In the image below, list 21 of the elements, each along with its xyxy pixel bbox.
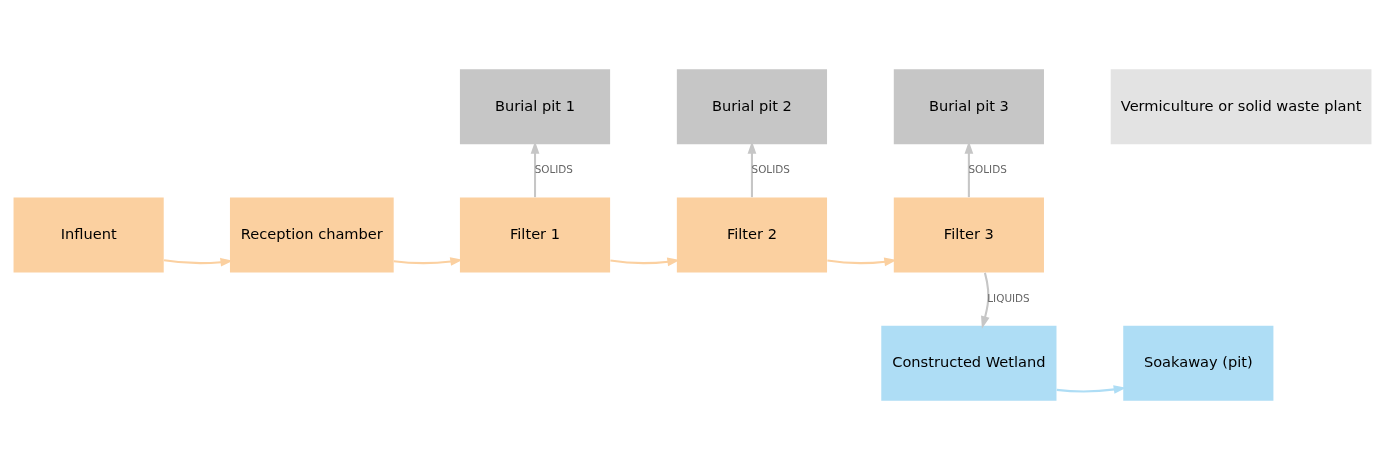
- node-box: Influent: [13, 196, 164, 273]
- arrow: [1056, 384, 1127, 394]
- edge-label: SOLIDS: [534, 162, 573, 175]
- edge-label: SOLIDS: [968, 162, 1007, 175]
- node-box: Reception chamber: [229, 196, 394, 273]
- arrow: [393, 256, 463, 266]
- edge-label: SOLIDS: [751, 162, 790, 175]
- node-box: Filter 1: [459, 196, 611, 273]
- node-box: Burial pit 2: [676, 68, 828, 144]
- arrow: [610, 256, 680, 266]
- arrow: [981, 272, 990, 329]
- node-box: Burial pit 3: [893, 68, 1044, 144]
- node-box: Soakaway (pit): [1123, 325, 1274, 401]
- arrow: [827, 256, 897, 266]
- edge-label: LIQUIDS: [987, 291, 1030, 304]
- node-box: Filter 2: [676, 196, 828, 273]
- node-box: Constructed Wetland: [881, 325, 1057, 401]
- node-box: Burial pit 1: [459, 68, 611, 144]
- node-box: Filter 3: [893, 196, 1044, 273]
- node-box: Vermiculture or solid waste plant: [1110, 68, 1372, 144]
- arrow: [163, 257, 233, 267]
